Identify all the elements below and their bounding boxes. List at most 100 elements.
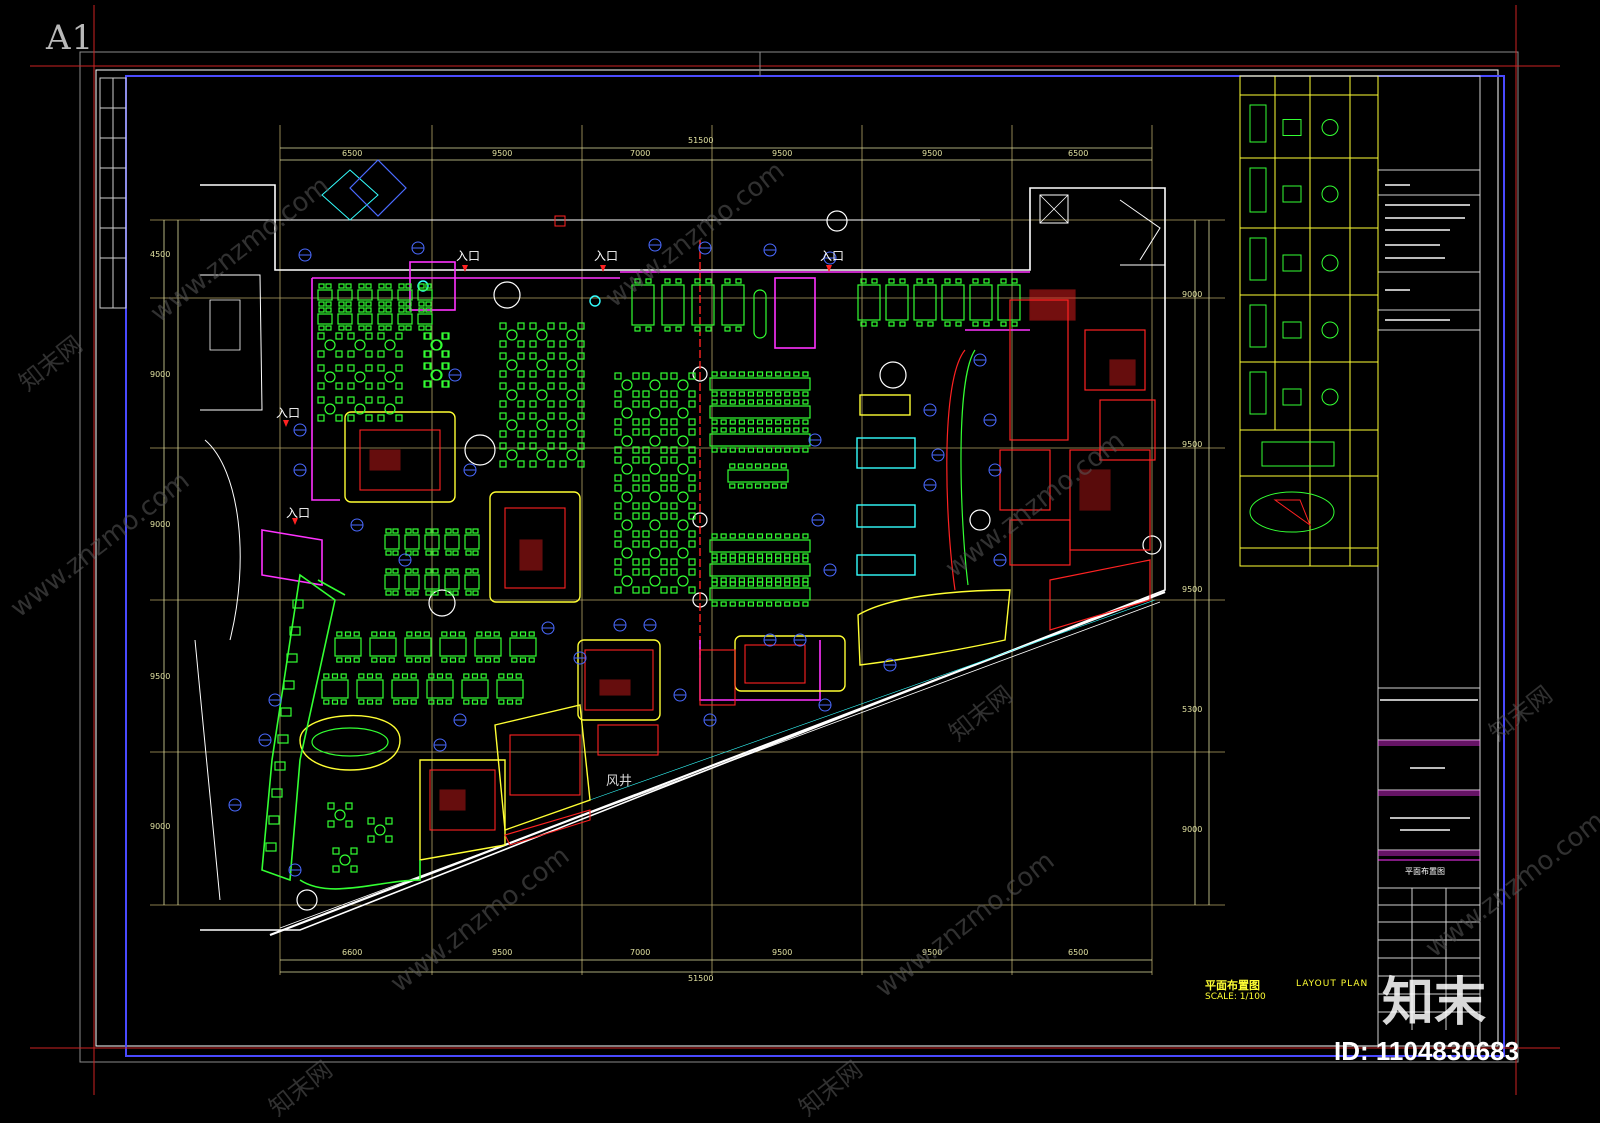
chair <box>916 321 923 327</box>
chair <box>765 419 773 425</box>
chair <box>632 586 640 594</box>
entrance-label: 入口 <box>276 406 301 420</box>
square-table <box>444 574 460 590</box>
chair <box>756 557 764 563</box>
chair <box>385 550 392 556</box>
chair <box>441 657 448 663</box>
booth-seat <box>280 707 292 717</box>
round-table <box>649 463 661 475</box>
drawing-scale: SCALE: 1/100 <box>1205 992 1266 1002</box>
sheet-border <box>30 5 1560 1095</box>
dimension-label: 9500 <box>922 948 943 957</box>
chair <box>499 442 507 450</box>
chair <box>418 283 425 289</box>
chair <box>729 581 736 587</box>
chair <box>484 657 492 663</box>
chair <box>517 370 525 378</box>
square-table <box>377 313 393 325</box>
round-table <box>384 371 396 383</box>
round-table <box>431 339 443 351</box>
chair <box>325 301 332 307</box>
chair <box>559 442 567 450</box>
index-diamond <box>349 159 407 217</box>
chair <box>614 400 622 408</box>
chair <box>737 483 744 489</box>
chair <box>614 390 622 398</box>
round-table <box>621 575 633 587</box>
square-table <box>357 313 373 325</box>
square-table <box>317 313 333 325</box>
chair <box>365 283 372 289</box>
chair <box>756 399 764 405</box>
chair <box>332 847 340 855</box>
chair <box>517 352 525 360</box>
booth-seat <box>265 842 277 852</box>
chair <box>528 631 535 637</box>
chair <box>765 427 773 433</box>
chair <box>888 321 895 327</box>
square-table <box>913 284 937 321</box>
chair <box>385 283 392 289</box>
round-table <box>621 547 633 559</box>
chair <box>353 657 360 663</box>
chair <box>465 590 472 596</box>
chair <box>729 391 736 397</box>
brand-logo: 知末 <box>1382 973 1487 1033</box>
round-table <box>334 809 346 821</box>
chair <box>401 673 409 679</box>
chair <box>670 502 678 510</box>
square-table <box>404 534 420 550</box>
chair <box>670 372 678 380</box>
chair <box>688 530 696 538</box>
square-table <box>424 534 440 550</box>
chair <box>345 301 352 307</box>
chair <box>358 307 365 313</box>
chair <box>547 370 555 378</box>
chair <box>747 399 755 405</box>
round-table <box>536 419 548 431</box>
round-table <box>649 435 661 447</box>
chair <box>471 673 479 679</box>
chair <box>412 550 419 556</box>
square-table <box>464 574 480 590</box>
round-table <box>677 519 689 531</box>
chair <box>529 442 537 450</box>
chair <box>385 817 393 825</box>
chair <box>410 699 417 705</box>
chair <box>614 456 622 464</box>
chair <box>711 557 718 563</box>
chair <box>664 326 671 332</box>
oval-table <box>311 727 389 757</box>
chair <box>529 352 537 360</box>
chair <box>747 581 755 587</box>
chair <box>529 460 537 468</box>
chair <box>632 540 640 548</box>
round-table <box>506 389 518 401</box>
chair <box>729 601 736 607</box>
chair <box>793 581 800 587</box>
chair <box>746 483 753 489</box>
chair <box>405 325 412 331</box>
chair <box>746 463 753 469</box>
chair <box>632 456 640 464</box>
chair <box>395 350 403 358</box>
chair <box>747 427 755 433</box>
chair <box>317 350 325 358</box>
chair <box>944 321 951 327</box>
square-table <box>321 679 349 699</box>
round-table <box>506 419 518 431</box>
chair <box>499 400 507 408</box>
chair <box>398 301 405 307</box>
chair <box>345 802 353 810</box>
chair <box>660 530 668 538</box>
chair <box>405 307 412 313</box>
chair <box>517 322 525 330</box>
chair <box>472 590 479 596</box>
entrance-label: 入口 <box>820 249 845 263</box>
chair <box>345 820 353 828</box>
chair <box>515 673 522 679</box>
chair <box>344 631 352 637</box>
chair <box>711 533 718 539</box>
chair <box>442 350 450 358</box>
chair <box>517 340 525 348</box>
